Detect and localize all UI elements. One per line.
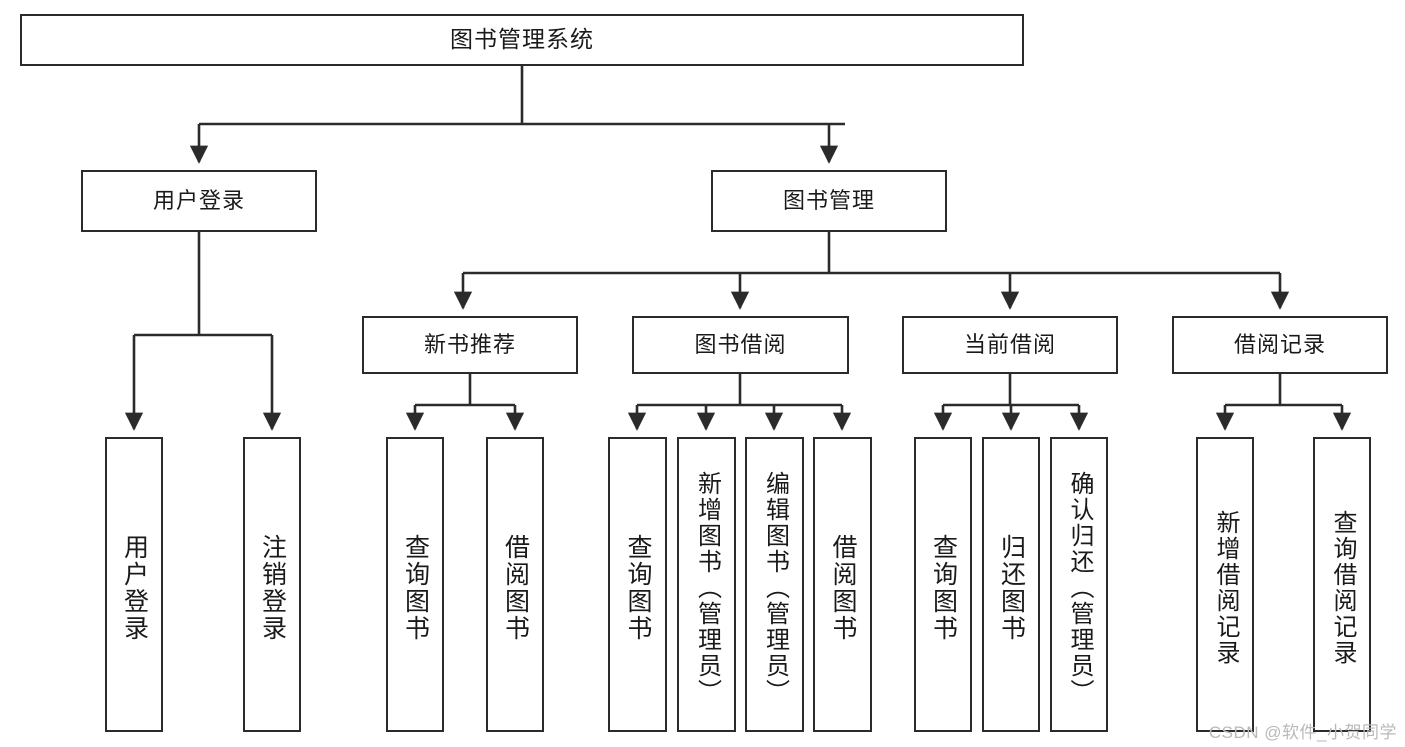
node-leaf-query-book-3[interactable]: 查询图书 bbox=[914, 437, 972, 732]
node-leaf-confirm-return-admin-label: 确认归还（管理员） bbox=[1066, 470, 1093, 705]
node-leaf-borrow-book-1-label: 借阅图书 bbox=[501, 533, 530, 642]
node-borrow-record[interactable]: 借阅记录 bbox=[1172, 316, 1388, 374]
node-leaf-query-book-1[interactable]: 查询图书 bbox=[386, 437, 444, 732]
node-leaf-edit-book-admin[interactable]: 编辑图书（管理员） bbox=[745, 437, 804, 732]
watermark: CSDN @软件_小贺同学 bbox=[1208, 723, 1397, 742]
node-leaf-borrow-book-1[interactable]: 借阅图书 bbox=[486, 437, 544, 732]
node-leaf-add-book-admin-label: 新增图书（管理员） bbox=[693, 470, 721, 705]
node-user-login[interactable]: 用户登录 bbox=[81, 170, 317, 232]
node-current-borrow-label: 当前借阅 bbox=[963, 332, 1056, 358]
node-current-borrow[interactable]: 当前借阅 bbox=[902, 316, 1118, 374]
node-leaf-borrow-book-2[interactable]: 借阅图书 bbox=[813, 437, 872, 732]
node-leaf-add-book-admin[interactable]: 新增图书（管理员） bbox=[677, 437, 736, 732]
node-leaf-edit-book-admin-label: 编辑图书（管理员） bbox=[761, 470, 789, 705]
node-leaf-logout-label: 注销登录 bbox=[258, 533, 287, 642]
node-leaf-user-login[interactable]: 用户登录 bbox=[105, 437, 163, 732]
node-root-label: 图书管理系统 bbox=[450, 26, 594, 53]
node-leaf-query-book-1-label: 查询图书 bbox=[401, 533, 430, 642]
node-leaf-query-borrow-record[interactable]: 查询借阅记录 bbox=[1313, 437, 1371, 732]
node-book-borrow-label: 图书借阅 bbox=[694, 332, 787, 358]
node-new-book-recommend-label: 新书推荐 bbox=[423, 332, 516, 358]
node-leaf-return-book-label: 归还图书 bbox=[997, 533, 1026, 642]
node-new-book-recommend[interactable]: 新书推荐 bbox=[362, 316, 578, 374]
node-leaf-add-borrow-record[interactable]: 新增借阅记录 bbox=[1196, 437, 1254, 732]
node-leaf-query-book-2[interactable]: 查询图书 bbox=[608, 437, 667, 732]
node-leaf-return-book[interactable]: 归还图书 bbox=[982, 437, 1040, 732]
node-user-login-label: 用户登录 bbox=[152, 188, 245, 214]
node-book-management-label: 图书管理 bbox=[782, 188, 875, 214]
node-leaf-user-login-label: 用户登录 bbox=[120, 533, 149, 642]
node-leaf-query-borrow-record-label: 查询借阅记录 bbox=[1329, 509, 1356, 666]
node-leaf-add-borrow-record-label: 新增借阅记录 bbox=[1212, 509, 1239, 666]
node-borrow-record-label: 借阅记录 bbox=[1233, 332, 1326, 358]
node-leaf-query-book-2-label: 查询图书 bbox=[624, 533, 652, 642]
node-leaf-confirm-return-admin[interactable]: 确认归还（管理员） bbox=[1050, 437, 1108, 732]
node-book-borrow[interactable]: 图书借阅 bbox=[632, 316, 849, 374]
node-root[interactable]: 图书管理系统 bbox=[20, 14, 1024, 66]
node-book-management[interactable]: 图书管理 bbox=[711, 170, 947, 232]
node-leaf-borrow-book-2-label: 借阅图书 bbox=[829, 533, 857, 642]
node-leaf-logout[interactable]: 注销登录 bbox=[243, 437, 301, 732]
node-leaf-query-book-3-label: 查询图书 bbox=[929, 533, 958, 642]
